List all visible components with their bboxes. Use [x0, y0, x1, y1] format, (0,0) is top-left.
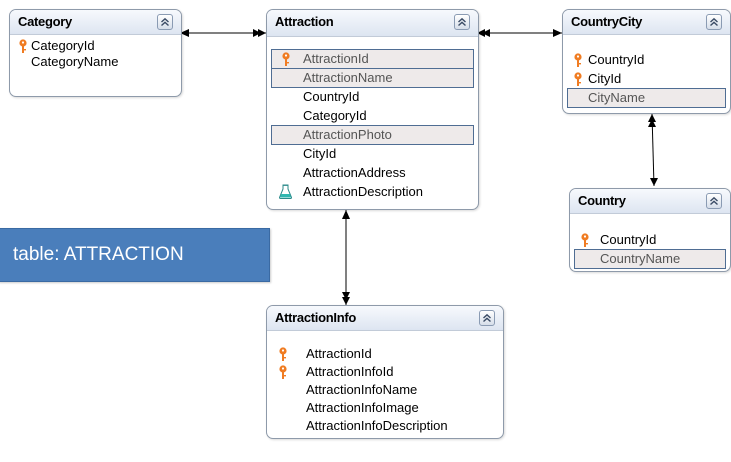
entity-header: Attraction [267, 10, 478, 37]
attribute-name: CategoryName [31, 54, 119, 69]
key-icon [282, 52, 290, 66]
attribute-name: CityId [588, 71, 622, 86]
entity-title: CountryCity [571, 14, 643, 29]
arrowhead-countrycity-bottom-1 [648, 114, 656, 122]
arrowhead-attraction-right-1 [477, 29, 485, 37]
collapse-icon[interactable] [454, 14, 470, 30]
entity-header: Category [10, 10, 181, 35]
collapse-icon[interactable] [706, 14, 722, 30]
attribute-name: AttractionId [303, 51, 369, 66]
flask-icon [279, 184, 292, 199]
arrowhead-attraction-right-2 [482, 29, 490, 37]
attribute-row[interactable]: CategoryName [10, 53, 181, 71]
attribute-name: CountryName [600, 251, 681, 266]
attribute-name: AttractionDescription [303, 184, 423, 199]
attribute-row[interactable]: AttractionId [267, 345, 503, 363]
entity-header: CountryCity [563, 10, 730, 35]
attribute-row[interactable]: CountryId [267, 88, 478, 106]
arrowhead-attractioninfo-2 [342, 292, 350, 300]
attribute-row[interactable]: AttractionInfoName [267, 381, 503, 399]
table-note: table: ATTRACTION [0, 228, 270, 282]
attribute-name: AttractionPhoto [303, 127, 392, 142]
attribute-row[interactable]: CategoryId [10, 37, 181, 55]
attribute-row[interactable]: AttractionName [271, 68, 474, 88]
attribute-row[interactable]: CityId [267, 145, 478, 163]
attribute-name: CategoryId [303, 108, 367, 123]
entity-title: AttractionInfo [275, 310, 357, 325]
double-chevron-up-icon [458, 17, 466, 27]
key-icon [574, 72, 582, 86]
key-icon [19, 39, 27, 53]
entity-header: AttractionInfo [267, 306, 503, 331]
arrowhead-countrycity [553, 29, 562, 37]
attribute-name: CategoryId [31, 38, 95, 53]
attribute-row[interactable]: AttractionInfoPriority [267, 435, 503, 438]
attribute-row[interactable]: CityName [567, 88, 726, 108]
attribute-name: CityId [303, 146, 337, 161]
attribute-row[interactable]: CityId [563, 70, 730, 88]
table-note-text: table: ATTRACTION [13, 244, 184, 265]
attribute-row[interactable]: AttractionInfoDescription [267, 417, 503, 435]
attribute-name: AttractionInfoDescription [306, 418, 448, 433]
attribute-row[interactable]: CountryId [570, 231, 730, 249]
arrowhead-attraction-left-1 [258, 29, 266, 37]
arrowhead-attraction-bottom [342, 210, 350, 219]
attribute-name: AttractionAddress [303, 165, 406, 180]
attribute-name: AttractionName [303, 70, 393, 85]
attribute-row[interactable]: AttractionPhoto [271, 125, 474, 145]
attribute-row[interactable]: AttractionInfoImage [267, 399, 503, 417]
attribute-name: AttractionId [306, 346, 372, 361]
attribute-name: CityName [588, 90, 646, 105]
key-icon [279, 347, 287, 361]
collapse-icon[interactable] [479, 310, 495, 326]
key-icon [279, 365, 287, 379]
attribute-row[interactable]: CountryId [563, 51, 730, 69]
arrowhead-category [180, 29, 189, 37]
double-chevron-up-icon [161, 17, 169, 27]
attribute-row[interactable]: CategoryId [267, 107, 478, 125]
attribute-row[interactable]: CountryName [574, 249, 726, 269]
entity-title: Category [18, 14, 72, 29]
entity-title: Country [578, 193, 626, 208]
entity-title: Attraction [275, 14, 334, 29]
attribute-name: CountryId [303, 89, 360, 104]
attribute-row[interactable]: AttractionId [271, 49, 474, 69]
double-chevron-up-icon [710, 17, 718, 27]
attribute-row[interactable]: AttractionAddress [267, 164, 478, 182]
attribute-name: AttractionInfoImage [306, 400, 419, 415]
arrowhead-countrycity-bottom-2 [648, 119, 656, 127]
double-chevron-up-icon [710, 196, 718, 206]
attribute-row[interactable]: AttractionDescription [267, 183, 478, 201]
attribute-name: AttractionInfoPriority [306, 435, 423, 438]
attribute-name: AttractionInfoName [306, 382, 418, 397]
attribute-name: CountryId [588, 52, 645, 67]
double-chevron-up-icon [483, 313, 491, 323]
arrowhead-country [650, 178, 658, 186]
arrowhead-attractioninfo-1 [342, 297, 350, 305]
attribute-row[interactable]: AttractionInfoId [267, 363, 503, 381]
collapse-icon[interactable] [706, 193, 722, 209]
attribute-name: CountryId [600, 232, 657, 247]
key-icon [581, 233, 589, 247]
attribute-name: AttractionInfoId [306, 364, 394, 379]
key-icon [574, 53, 582, 67]
entity-header: Country [570, 189, 730, 214]
arrowhead-attraction-left-2 [253, 29, 261, 37]
collapse-icon[interactable] [157, 14, 173, 30]
